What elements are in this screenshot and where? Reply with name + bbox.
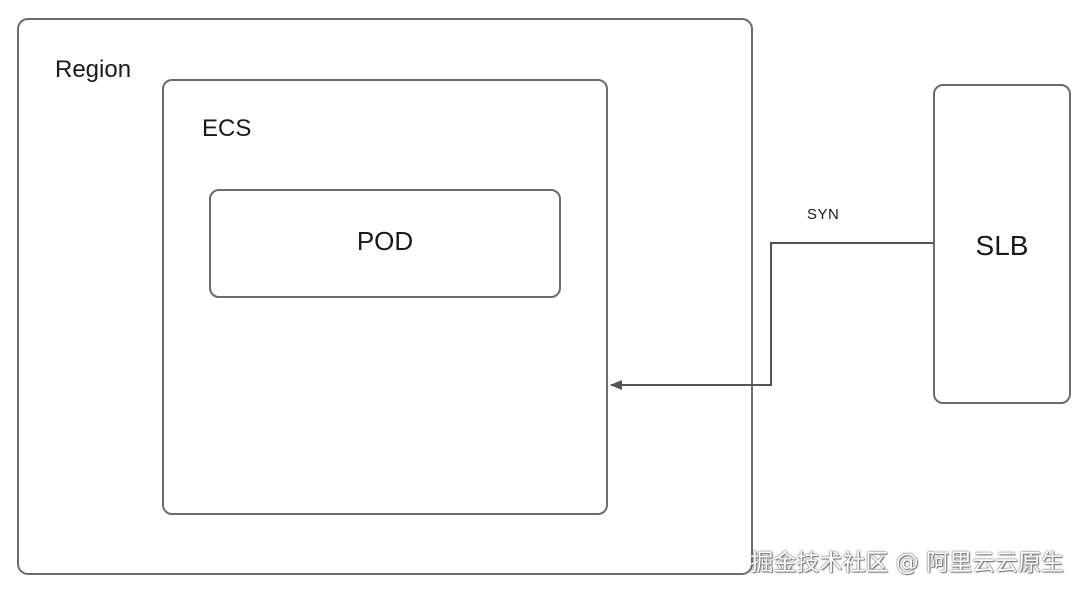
pod-box: POD <box>209 189 561 298</box>
slb-box: SLB <box>933 84 1071 404</box>
syn-label: SYN <box>807 206 840 223</box>
watermark: 掘金技术社区 @ 阿里云云原生 <box>750 550 1064 576</box>
slb-label: SLB <box>975 230 1029 261</box>
ecs-label: ECS <box>202 115 252 142</box>
region-label: Region <box>55 56 132 83</box>
ecs-box: ECS POD <box>162 79 608 515</box>
pod-label: POD <box>356 226 414 256</box>
